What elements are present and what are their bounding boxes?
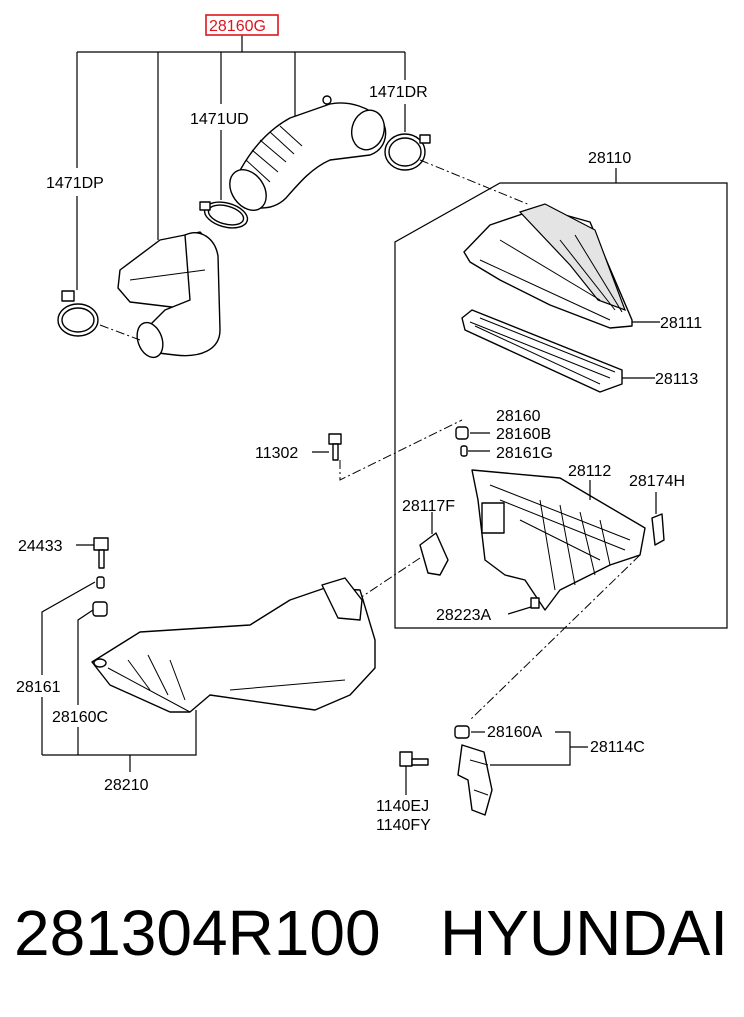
part-number: 281304R100: [14, 897, 381, 969]
air-cleaner-assembly-box: [394, 168, 728, 629]
label-28161: 28161: [16, 679, 61, 696]
group-leader-lines: [76, 35, 406, 290]
label-28210: 28210: [104, 777, 149, 794]
air-cleaner-lower-case: [471, 469, 646, 611]
label-28161g: 28161G: [496, 445, 553, 462]
label-28223a: 28223A: [436, 607, 491, 624]
hose-clamp-dp: [57, 290, 99, 337]
label-11302: 11302: [255, 445, 298, 462]
label-24433: 24433: [18, 538, 63, 555]
highlight-box: [205, 14, 279, 36]
pad-28117f: [419, 532, 449, 576]
resonator-duct: [117, 231, 221, 359]
grommets: [455, 426, 469, 457]
filter-element: [461, 309, 623, 393]
label-1140ej: 1140EJ: [376, 798, 429, 815]
air-intake-duct: [91, 577, 376, 713]
label-1471dr: 1471DR: [369, 84, 428, 101]
label-28112: 28112: [568, 463, 611, 480]
intake-hose: [229, 95, 387, 211]
hose-clamp-ud: [199, 201, 249, 229]
label-28117f: 28117F: [402, 498, 455, 515]
label-28160a: 28160A: [487, 724, 542, 741]
label-28160c: 28160C: [52, 709, 108, 726]
label-28160g: 28160G: [209, 18, 266, 35]
label-28160b: 28160B: [496, 426, 551, 443]
hose-clamp-dr: [384, 133, 431, 171]
label-28174h: 28174H: [629, 473, 685, 490]
air-cleaner-cover: [463, 203, 633, 329]
screw-28223a: [530, 597, 540, 609]
label-28160: 28160: [496, 408, 541, 425]
label-1471ud: 1471UD: [190, 111, 249, 128]
label-1140fy: 1140FY: [376, 817, 431, 834]
label-1471dp: 1471DP: [46, 175, 104, 192]
bolt-11302: [328, 433, 342, 461]
mounting-bracket: [454, 725, 493, 816]
label-28111: 28111: [660, 315, 702, 332]
label-28114c: 28114C: [590, 739, 645, 756]
label-28113: 28113: [655, 371, 698, 388]
bolt-24433: [92, 537, 109, 617]
bolt-1140ej: [399, 751, 429, 767]
label-28110: 28110: [588, 150, 631, 167]
caption: 281304R100 HYUNDAI: [0, 880, 744, 990]
brand-name: HYUNDAI: [440, 897, 729, 969]
parts-diagram: 28160G 1471UD 1471DR 1471DP 28110 28111 …: [16, 14, 728, 834]
clip-28174h: [651, 513, 665, 546]
lower-left-bracket: [41, 581, 197, 772]
